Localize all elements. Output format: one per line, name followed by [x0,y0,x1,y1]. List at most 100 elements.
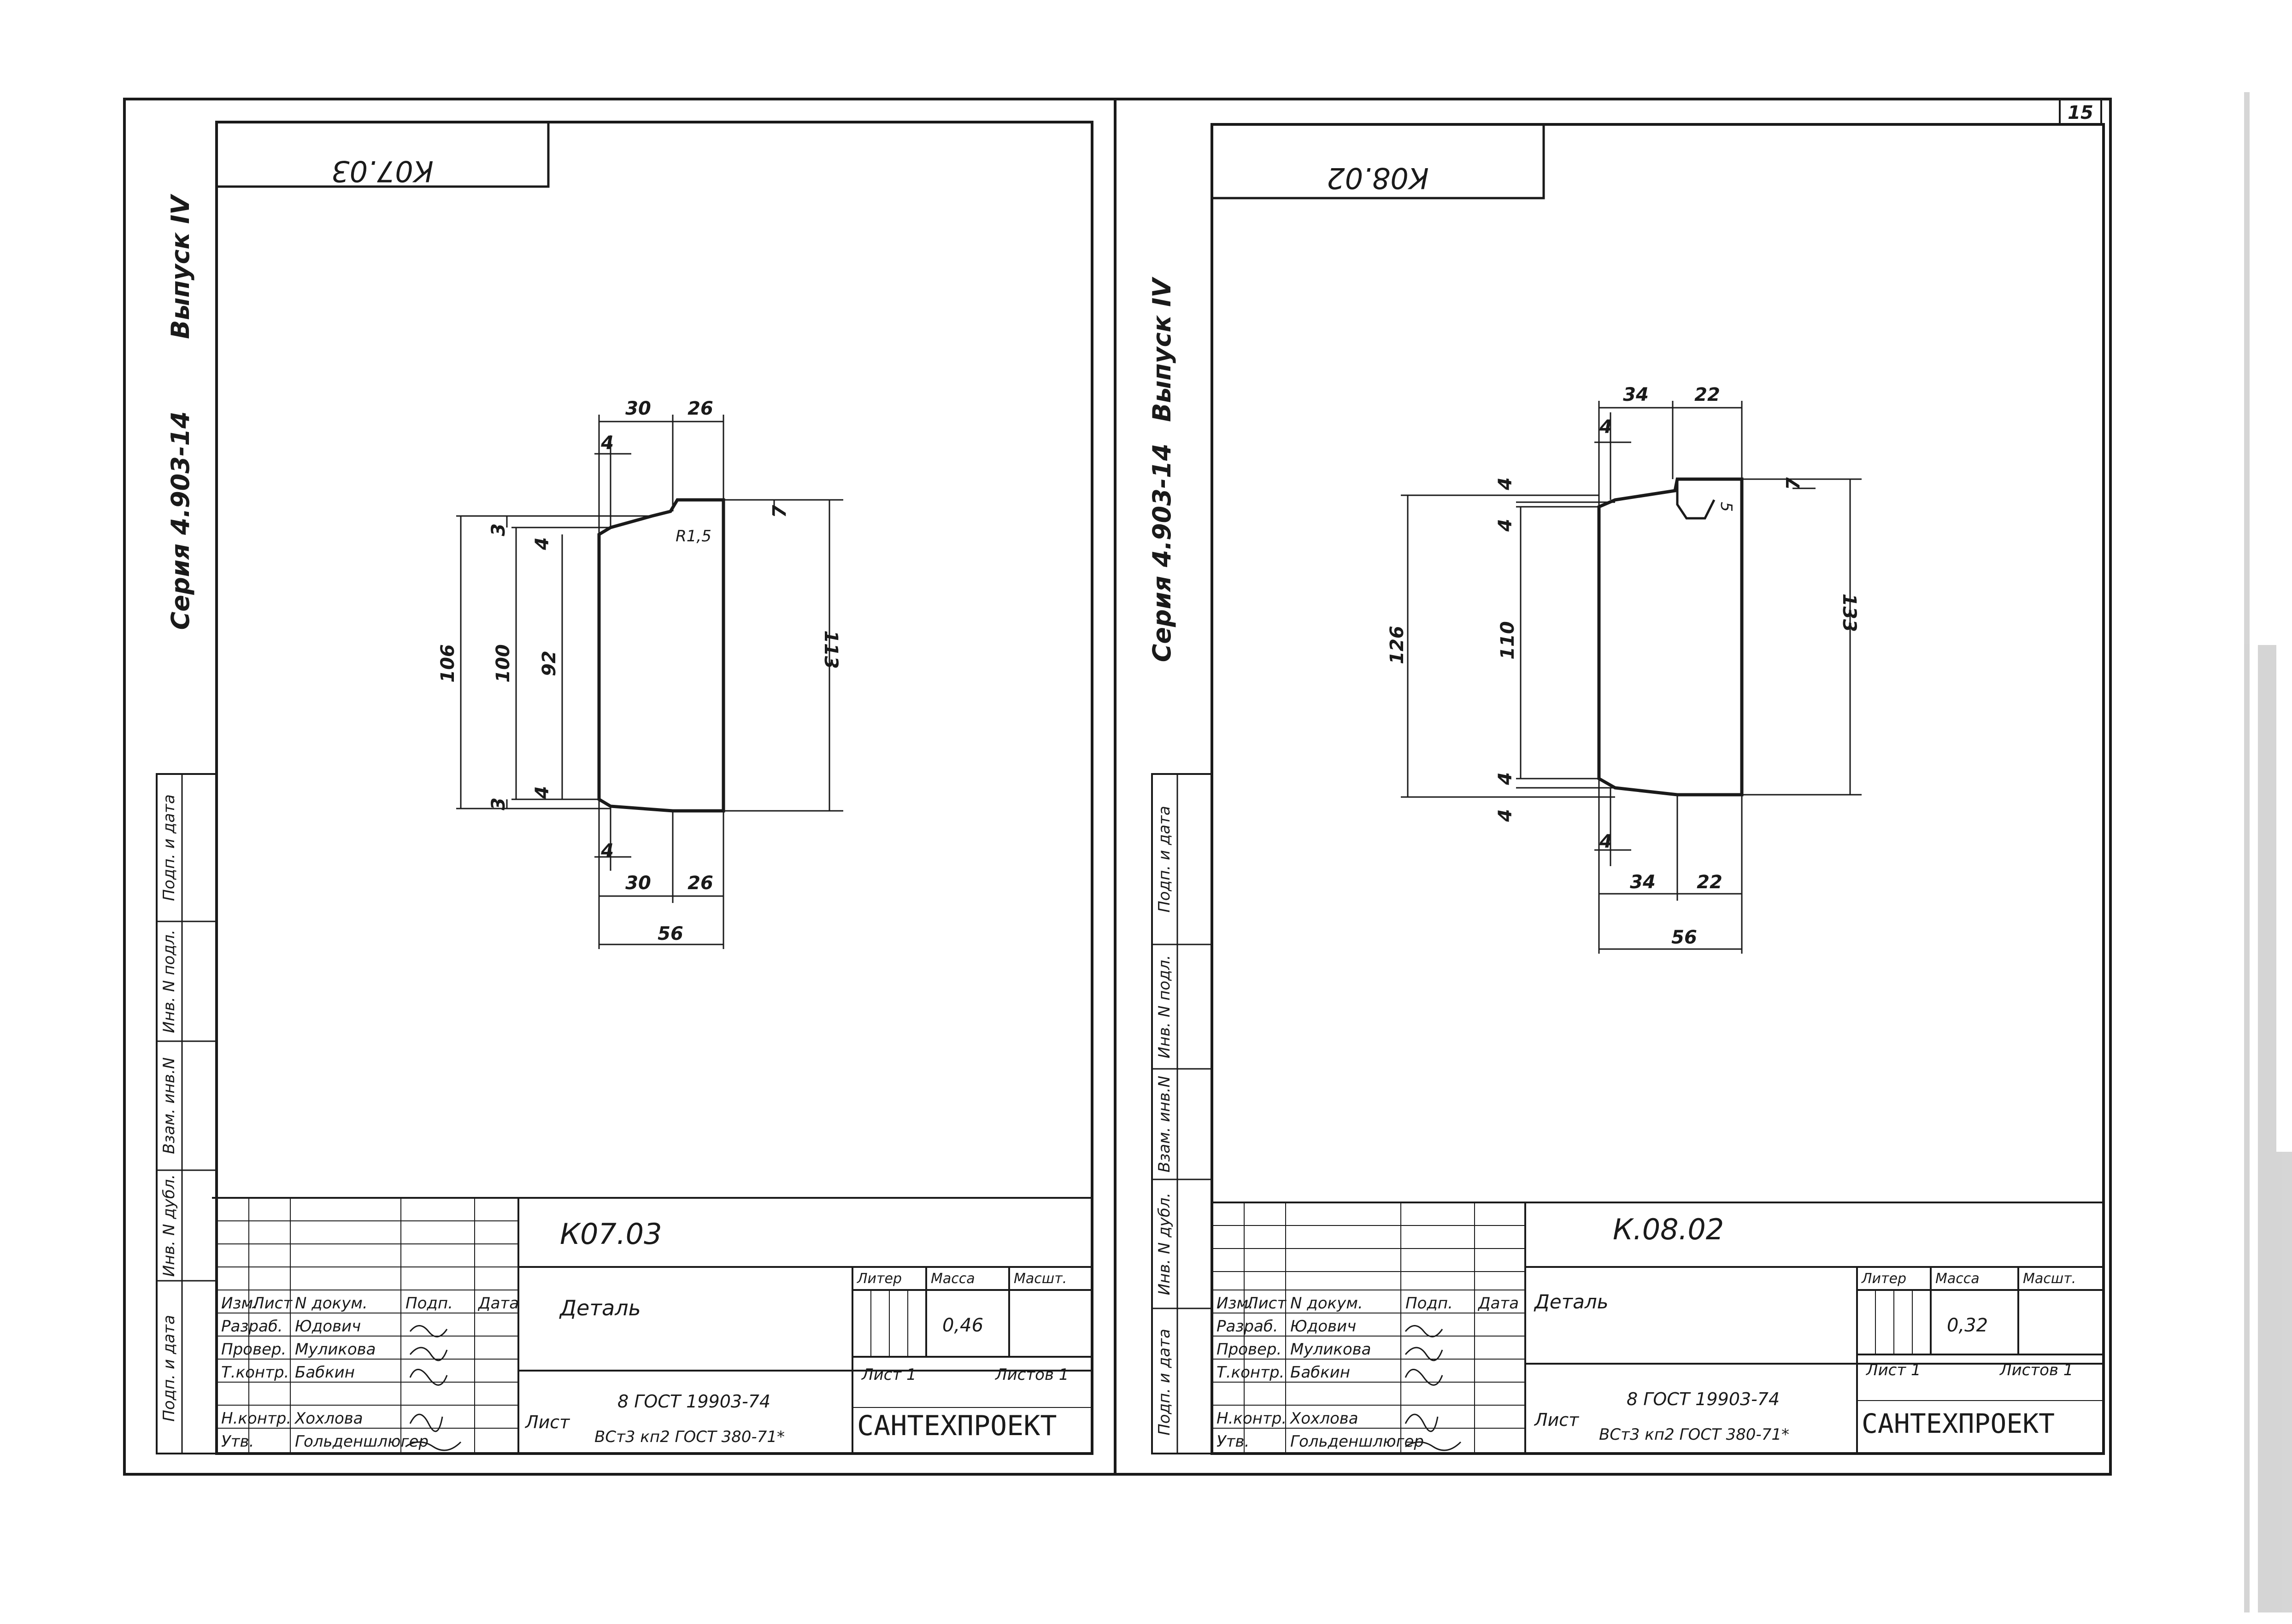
left-dim-h-outer: 106 [437,644,458,683]
left-corner-stamp: К07.03 [331,154,434,188]
left-tb-col-date: Дата [477,1294,519,1313]
left-tb-material-bottom: ВСт3 кп2 ГОСТ 380-71* [594,1428,785,1446]
right-side-cell-1: Инв. N подл. [1155,955,1174,1059]
left-tb-name-1: Муликова [295,1340,376,1359]
left-signature-0 [409,1325,448,1337]
left-side-cell-2: Взам. инв.N [160,1057,178,1154]
right-dim-bot-right: 22 [1697,872,1722,893]
left-dim-top-left: 30 [625,398,651,419]
right-dim-h-outer: 126 [1387,626,1408,664]
left-tb-name-3: Хохлова [294,1409,363,1428]
left-tb-org: САНТЕХПРОЕКТ [857,1410,1057,1442]
right-tb-col-date: Дата [1477,1294,1519,1313]
scan-edge-noise [2244,92,2292,1612]
right-tb-name-0: Юдович [1290,1317,1356,1336]
left-side-cell-0: Подп. и дата [160,794,178,901]
right-side-strip: Подп. и дата Инв. N подл. Взам. инв.N Ин… [1151,773,1213,1454]
right-tb-col-liter: Литер [1861,1271,1906,1287]
right-dim-bot-left: 34 [1630,872,1656,893]
right-dim-h-total: 133 [1839,593,1860,632]
right-sheet: К08.02 Серия 4.903-14 Выпуск IV Подп. и … [1147,123,2105,1455]
left-tb-sheet-label: Лист [524,1412,570,1432]
right-signature-3 [1405,1413,1439,1432]
right-signature-1 [1405,1347,1443,1361]
right-part-drawing: 34 22 4 7 5 4 4 126 110 133 4 4 4 34 22 … [1387,384,1862,954]
right-tb-material-top: 8 ГОСТ 19903-74 [1627,1389,1780,1409]
right-signature-4 [1405,1441,1462,1451]
left-sheet: К07.03 Серия 4.903-14 Выпуск IV Подп. и … [156,121,1093,1455]
right-tb-col-mass: Масса [1935,1271,1980,1287]
right-tb-name-4: Гольденшлюгер [1290,1432,1424,1451]
right-tb-role-3: Н.контр. [1217,1409,1287,1428]
right-tb-designation: К.08.02 [1613,1213,1724,1246]
left-dim-radius: R1,5 [676,527,711,545]
left-tb-col-scale: Масшт. [1014,1271,1067,1287]
right-tb-material-bottom: ВСт3 кп2 ГОСТ 380-71* [1599,1425,1789,1444]
left-dim-h-inner: 92 [539,651,560,676]
left-inner-frame [215,121,1093,1455]
left-dim-step-bot: 3 [488,797,509,810]
page-number: 15 [2068,102,2093,123]
right-dim-top-left: 34 [1623,384,1649,405]
left-tb-role-2: Т.контр. [221,1363,289,1382]
right-tb-org: САНТЕХПРОЕКТ [1862,1408,2055,1439]
left-side-cell-1: Инв. N подл. [160,930,178,1033]
outer-frame [123,98,2112,1476]
right-tb-col-sheet: Лист [1246,1294,1287,1313]
right-dim-step-bot: 4 [1495,772,1516,786]
left-tb-name-4: Гольденшлюгер [295,1432,429,1451]
left-series-label: Серия 4.903-14 [166,411,195,630]
left-corner-stamp-box [215,121,550,188]
right-dim-flange-gap: 7 [1783,477,1804,490]
left-tb-role-4: Утв. [221,1432,254,1451]
right-tb-sheet: Лист 1 [1865,1361,1921,1379]
right-series-label: Серия 4.903-14 [1147,444,1176,662]
left-signature-4 [405,1441,462,1451]
right-signature-2 [1405,1369,1443,1386]
right-dim-small-bot: 4 [1599,831,1612,852]
right-dim-step-top: 4 [1495,477,1516,491]
left-dim-step-top: 3 [488,523,509,536]
right-tb-part-name: Деталь [1534,1290,1608,1313]
left-dim-step-top2: 4 [532,537,553,551]
right-side-cell-3: Инв. N дубл. [1155,1193,1174,1296]
right-corner-stamp-box [1211,123,1545,199]
left-side-cell-3: Инв. N дубл. [160,1174,178,1277]
left-tb-material-top: 8 ГОСТ 19903-74 [617,1391,770,1412]
right-dim-top-right: 22 [1694,384,1720,405]
left-dim-overall-width: 56 [658,923,683,944]
left-dim-step-bot2: 4 [532,786,553,799]
left-tb-mass: 0,46 [942,1315,983,1336]
right-dim-overall-width: 56 [1671,927,1697,948]
left-tb-role-0: Разраб. [221,1317,283,1336]
left-title-block: Изм. Лист N докум. Подп. Дата Разраб. Юд… [212,1197,1092,1454]
right-tb-col-doc: N докум. [1290,1294,1363,1313]
right-tb-name-1: Муликова [1290,1340,1371,1359]
left-side-strip: Подп. и дата Инв. N подл. Взам. инв.N Ин… [156,773,217,1454]
left-tb-designation: К07.03 [560,1217,662,1251]
left-tb-col-mass: Масса [931,1271,975,1287]
left-dim-bot-left: 30 [625,873,651,894]
left-dim-small-bot: 4 [600,840,614,862]
left-tb-col-change: Изм. [221,1294,258,1313]
left-tb-sheet: Лист 1 [861,1366,917,1384]
right-signature-0 [1405,1325,1443,1337]
left-tb-role-3: Н.контр. [221,1409,291,1428]
right-issue-label: Выпуск IV [1147,276,1176,422]
left-part-drawing: 30 26 4 7 R1,5 106 100 92 113 3 4 3 4 4 … [437,398,843,949]
left-tb-part-name: Деталь [559,1296,641,1320]
right-side-cell-2: Взам. инв.N [1155,1076,1174,1173]
left-tb-col-doc: N докум. [295,1294,368,1313]
left-tb-col-sign: Подп. [406,1294,453,1313]
left-tb-col-sheet: Лист [252,1294,293,1313]
right-tb-col-sign: Подп. [1405,1294,1453,1313]
left-tb-col-liter: Литер [857,1271,902,1287]
right-dim-h-inner: 110 [1497,621,1518,660]
left-dim-flange-gap: 7 [769,505,790,518]
right-tb-col-scale: Масшт. [2023,1271,2076,1287]
left-dim-h-mid: 100 [493,644,514,683]
right-tb-name-3: Хохлова [1289,1409,1358,1428]
left-signature-1 [409,1347,448,1361]
right-tb-role-0: Разраб. [1217,1317,1278,1336]
